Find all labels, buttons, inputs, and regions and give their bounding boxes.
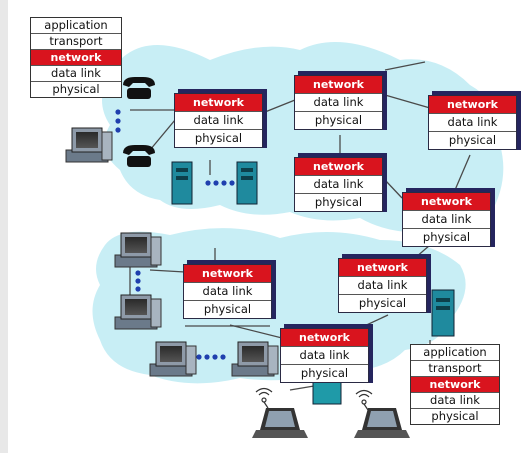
network-layer: network <box>295 76 382 94</box>
physical-layer: physical <box>203 302 252 316</box>
telephone-icon <box>123 145 155 167</box>
laptop-icon <box>354 408 410 438</box>
workstation-icon <box>65 127 113 163</box>
physical-layer: physical <box>300 366 349 380</box>
workstation-icon <box>149 341 197 377</box>
server-icon <box>431 289 455 337</box>
network-layer: network <box>411 377 499 393</box>
host-stack: application transport network data link … <box>410 344 500 425</box>
application-layer: application <box>411 345 499 361</box>
physical-layer: physical <box>358 296 407 310</box>
application-layer: application <box>31 18 121 34</box>
data-link-layer: data link <box>339 277 426 295</box>
link <box>264 99 296 113</box>
physical-layer: physical <box>52 82 100 96</box>
link <box>454 154 471 191</box>
data-link-layer: data link <box>175 112 262 130</box>
data-link-layer: data link <box>295 176 382 194</box>
transport-layer: transport <box>31 34 121 50</box>
cloud-upper <box>102 42 504 234</box>
router-stack: network data link physical <box>338 258 427 313</box>
data-link-layer: data link <box>295 94 382 112</box>
physical-layer: physical <box>448 133 497 147</box>
physical-layer: physical <box>314 113 363 127</box>
link <box>149 269 186 273</box>
server-icon <box>236 161 258 205</box>
data-link-layer: data link <box>184 283 271 301</box>
network-layer: network <box>403 193 490 211</box>
data-link-layer: data link <box>429 114 516 132</box>
router-stack: network data link physical <box>294 157 383 212</box>
router-stack: network data link physical <box>402 192 491 247</box>
router-stack: network data link physical <box>280 328 369 383</box>
physical-layer: physical <box>422 230 471 244</box>
link <box>359 314 389 329</box>
physical-layer: physical <box>314 195 363 209</box>
router-stack: network data link physical <box>174 93 263 148</box>
data-link-layer: data link <box>411 393 499 409</box>
wireless-icon <box>255 387 273 409</box>
link <box>414 244 431 259</box>
server-icon <box>171 161 193 205</box>
network-layer: network <box>295 158 382 176</box>
link <box>149 119 176 151</box>
network-layer: network <box>429 96 516 114</box>
link <box>384 94 431 109</box>
link <box>384 61 426 71</box>
network-layer: network <box>281 329 368 347</box>
frame-edge <box>0 0 8 453</box>
telephone-icon <box>123 77 155 99</box>
laptop-icon <box>252 408 308 438</box>
wireless-icon <box>355 389 373 411</box>
data-link-layer: data link <box>31 66 121 82</box>
physical-layer: physical <box>431 409 479 423</box>
router-stack: network data link physical <box>428 95 517 150</box>
network-layer: network <box>339 259 426 277</box>
physical-layer: physical <box>194 131 243 145</box>
network-layer: network <box>31 50 121 66</box>
data-link-layer: data link <box>281 347 368 365</box>
workstation-icon <box>114 232 162 268</box>
workstation-icon <box>114 294 162 330</box>
workstation-icon <box>231 341 279 377</box>
data-link-layer: data link <box>403 211 490 229</box>
router-stack: network data link physical <box>294 75 383 130</box>
dots <box>115 109 235 360</box>
transport-layer: transport <box>411 361 499 377</box>
access-point-icon <box>312 379 342 405</box>
network-layer: network <box>175 94 262 112</box>
host-stack: application transport network data link … <box>30 17 122 98</box>
router-stack: network data link physical <box>183 264 272 319</box>
link <box>384 179 403 199</box>
network-layer: network <box>184 265 271 283</box>
